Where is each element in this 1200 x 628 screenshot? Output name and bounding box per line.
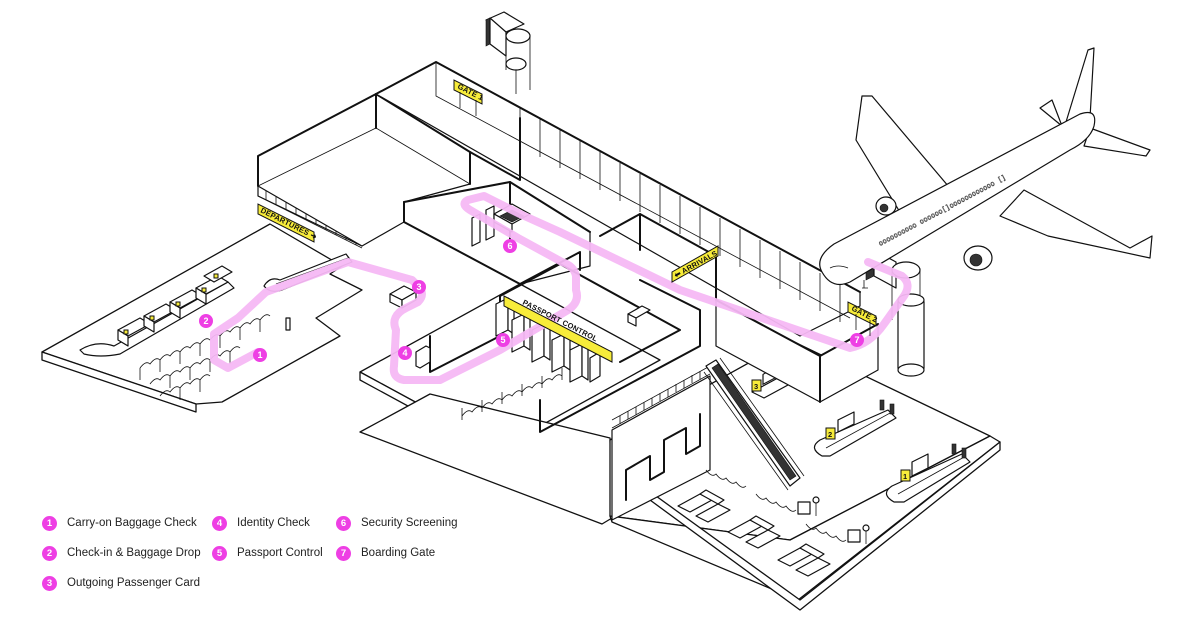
legend-label: Passport Control xyxy=(237,547,323,559)
legend: 1 Carry-on Baggage Check 2 Check-in & Ba… xyxy=(42,514,482,604)
legend-marker-7: 7 xyxy=(336,545,351,561)
route-marker-2[interactable]: 2 xyxy=(199,314,213,328)
legend-item-3: 3 Outgoing Passenger Card xyxy=(42,574,200,592)
passport-booth[interactable] xyxy=(569,343,589,383)
legend-label: Security Screening xyxy=(361,517,458,529)
upper-terminal-walls xyxy=(257,61,879,433)
passenger-route xyxy=(210,192,912,384)
info-kiosk[interactable] xyxy=(797,496,820,516)
info-kiosk[interactable] xyxy=(847,524,870,544)
seating-bench xyxy=(677,489,731,523)
legend-marker-5: 5 xyxy=(212,545,227,561)
departures-floor-edge xyxy=(41,351,197,413)
carousel-2-number: 2 xyxy=(828,430,832,439)
carousel-2-sign xyxy=(825,427,836,440)
escalator[interactable] xyxy=(703,357,805,491)
arrivals-structure xyxy=(611,357,805,521)
legend-item-4: 4 Identity Check xyxy=(212,514,310,532)
airplane-wing-lower xyxy=(999,189,1153,259)
legend-marker-6: 6 xyxy=(336,515,351,531)
svg-text:5: 5 xyxy=(500,335,505,345)
conveyor-belt xyxy=(79,281,235,357)
legend-item-7: 7 Boarding Gate xyxy=(336,544,435,562)
passport-queue-stanchions xyxy=(461,368,563,420)
legend-marker-2: 2 xyxy=(42,545,57,561)
svg-text:6: 6 xyxy=(507,241,512,251)
identity-check-booth[interactable] xyxy=(415,345,431,369)
queue-stanchions xyxy=(705,469,847,542)
arrivals-back-wall xyxy=(611,375,711,521)
legend-item-6: 6 Security Screening xyxy=(336,514,458,532)
airplane-fuselage xyxy=(819,111,1096,285)
airplane: oooooooooo oooooo[]oooooooooooo [] xyxy=(819,47,1153,289)
passport-booth[interactable] xyxy=(551,333,571,373)
airplane-horizontal-stabilizer xyxy=(1039,99,1151,157)
transit-kiosk xyxy=(627,305,651,327)
legend-marker-1: 1 xyxy=(42,515,57,531)
route-marker-6[interactable]: 6 xyxy=(503,239,517,253)
check-in-queue-stanchions xyxy=(139,314,271,400)
arrivals-seating xyxy=(677,469,870,577)
legend-marker-4: 4 xyxy=(212,515,227,531)
route-marker-1[interactable]: 1 xyxy=(253,348,267,362)
jet-bridge-gate1 xyxy=(485,11,531,94)
check-in-desk[interactable] xyxy=(203,265,233,283)
route-marker-5[interactable]: 5 xyxy=(496,333,510,347)
check-in-counters xyxy=(79,265,235,357)
svg-text:4: 4 xyxy=(402,348,407,358)
carousel-1-number: 1 xyxy=(903,472,907,481)
legend-item-1: 1 Carry-on Baggage Check xyxy=(42,514,197,532)
arrivals-wall-cutout xyxy=(625,413,701,501)
route-marker-7[interactable]: 7 xyxy=(850,333,864,347)
departures-floor xyxy=(41,223,363,405)
route-marker-4[interactable]: 4 xyxy=(398,346,412,360)
svg-text:7: 7 xyxy=(854,335,859,345)
legend-label: Boarding Gate xyxy=(361,547,436,559)
sign-post xyxy=(285,317,291,331)
carousel-3-number: 3 xyxy=(754,382,758,391)
svg-text:3: 3 xyxy=(416,282,421,292)
airplane-engine xyxy=(875,196,993,271)
route-marker-3[interactable]: 3 xyxy=(412,280,426,294)
airplane-landing-gear xyxy=(862,280,868,289)
passport-booth[interactable] xyxy=(589,351,601,383)
legend-item-2: 2 Check-in & Baggage Drop xyxy=(42,544,201,562)
seating-bench xyxy=(777,543,831,577)
legend-label: Carry-on Baggage Check xyxy=(67,517,197,529)
airplane-tail-fin xyxy=(1065,47,1095,123)
legend-label: Check-in & Baggage Drop xyxy=(67,547,201,559)
legend-item-5: 5 Passport Control xyxy=(212,544,323,562)
baggage-carousel-2[interactable]: 2 xyxy=(813,399,897,457)
legend-marker-3: 3 xyxy=(42,575,57,591)
legend-label: Outgoing Passenger Card xyxy=(67,577,200,589)
legend-label: Identity Check xyxy=(237,517,310,529)
carousel-1-sign xyxy=(900,469,911,482)
svg-text:2: 2 xyxy=(203,316,208,326)
arrivals-wall-railing xyxy=(611,365,711,429)
seating-bench xyxy=(727,515,781,549)
baggage-carousel-1[interactable]: 1 xyxy=(885,443,971,503)
svg-text:1: 1 xyxy=(257,350,262,360)
carousel-3-sign xyxy=(751,379,762,392)
